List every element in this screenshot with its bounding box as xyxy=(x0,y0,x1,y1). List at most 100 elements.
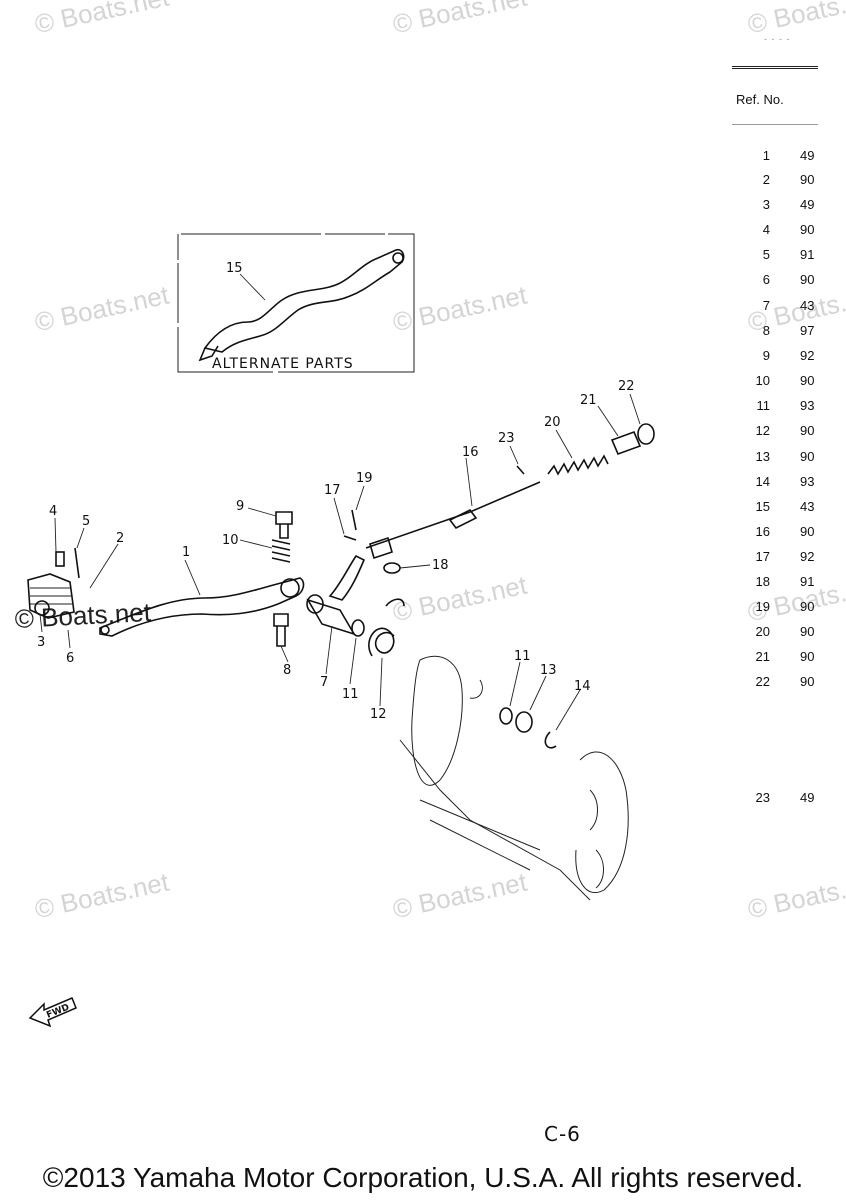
part-number: 97 xyxy=(800,323,815,338)
part-number: 49 xyxy=(800,148,815,163)
part-number: 90 xyxy=(800,373,815,388)
table-row: 9 92 xyxy=(728,348,846,368)
part-number: 90 xyxy=(800,449,815,464)
table-row: 23 49 xyxy=(728,790,846,810)
callout-21: 22 xyxy=(618,379,635,394)
table-row: 11 93 xyxy=(728,398,846,418)
ref-number: 11 xyxy=(756,398,771,413)
ref-number: 18 xyxy=(755,574,770,589)
part-number: 90 xyxy=(800,172,815,187)
callout-labels: 4 5 2 3 6 1 9 10 8 7 11 12 17 19 18 16 2… xyxy=(37,261,635,722)
callout-3: 3 xyxy=(37,635,45,650)
part-number: 90 xyxy=(800,674,815,689)
callout-10: 10 xyxy=(222,533,239,548)
ref-number: 13 xyxy=(755,449,770,464)
table-header-rule xyxy=(732,124,818,125)
callout-7: 7 xyxy=(320,675,328,690)
part-number: 92 xyxy=(800,549,815,564)
part-number: 90 xyxy=(800,599,815,614)
callout-16: 17 xyxy=(324,483,341,498)
table-row: 13 90 xyxy=(728,449,846,469)
part-number: 43 xyxy=(800,499,815,514)
callout-12: 12 xyxy=(370,707,387,722)
ref-number: 20 xyxy=(755,624,770,639)
table-row: 2 90 xyxy=(728,172,846,192)
alternate-parts-label: ALTERNATE PARTS xyxy=(212,356,354,372)
callout-11b: 11 xyxy=(514,649,531,664)
callout-13: 13 xyxy=(540,663,557,678)
callout-15: 16 xyxy=(462,445,479,460)
kick-pedal xyxy=(27,573,75,619)
callout-6: 6 xyxy=(66,651,74,666)
part-number: 49 xyxy=(800,790,815,805)
kick-arm xyxy=(99,577,305,637)
part-number: 90 xyxy=(800,524,815,539)
ref-number: 23 xyxy=(755,790,770,805)
ref-number: 17 xyxy=(755,549,770,564)
table-top-rule xyxy=(732,66,818,69)
part-number: 92 xyxy=(800,348,815,363)
callout-17: 18 xyxy=(432,558,449,573)
ref-number: 2 xyxy=(762,172,770,187)
callout-14: 14 xyxy=(574,679,591,694)
callout-23: 15 xyxy=(226,261,243,276)
ref-number: 21 xyxy=(755,649,770,664)
ref-number: 10 xyxy=(755,373,770,388)
part-number: 93 xyxy=(800,474,815,489)
part-number: 90 xyxy=(800,649,815,664)
ref-number: 7 xyxy=(762,298,770,313)
fwd-arrow-icon: FWD xyxy=(28,997,77,1028)
ref-number: 9 xyxy=(762,348,770,363)
ref-number: 16 xyxy=(755,524,770,539)
callout-19: 20 xyxy=(544,415,561,430)
part-number: 90 xyxy=(800,624,815,639)
ref-number: 12 xyxy=(755,423,770,438)
copyright-notice: ©2013 Yamaha Motor Corporation, U.S.A. A… xyxy=(42,1162,804,1193)
callout-4: 4 xyxy=(49,504,57,519)
table-top-fragment: - - - - xyxy=(764,34,791,44)
table-row: 21 90 xyxy=(728,649,846,669)
part-number: 49 xyxy=(800,197,815,212)
part-number: 90 xyxy=(800,222,815,237)
ref-number: 6 xyxy=(762,272,770,287)
ref-number: 8 xyxy=(762,323,770,338)
push-rod xyxy=(365,481,541,549)
fwd-label: FWD xyxy=(45,1003,71,1021)
callout-5: 5 xyxy=(82,514,90,529)
callout-1: 1 xyxy=(182,545,190,560)
ref-number: 5 xyxy=(762,247,770,262)
callout-11: 11 xyxy=(342,687,359,702)
callout-20: 21 xyxy=(580,393,597,408)
table-row: 1 49 xyxy=(728,148,846,168)
table-header: Ref. No. xyxy=(736,92,784,107)
callout-18: 19 xyxy=(356,471,373,486)
table-row: 5 91 xyxy=(728,247,846,267)
table-row: 10 90 xyxy=(728,373,846,393)
part-number: 91 xyxy=(800,247,815,262)
alternate-parts-box: ALTERNATE PARTS xyxy=(177,233,415,373)
callout-2: 2 xyxy=(116,531,124,546)
page-number: C-6 xyxy=(544,1122,581,1146)
leader-lines xyxy=(39,273,641,731)
callout-8: 8 xyxy=(283,663,291,678)
table-row: 14 93 xyxy=(728,474,846,494)
ref-number: 1 xyxy=(762,148,770,163)
callout-9: 9 xyxy=(236,499,244,514)
ref-number: 14 xyxy=(755,474,770,489)
part-number: 93 xyxy=(800,398,815,413)
ref-number: 19 xyxy=(755,599,770,614)
ref-number: 15 xyxy=(755,499,770,514)
